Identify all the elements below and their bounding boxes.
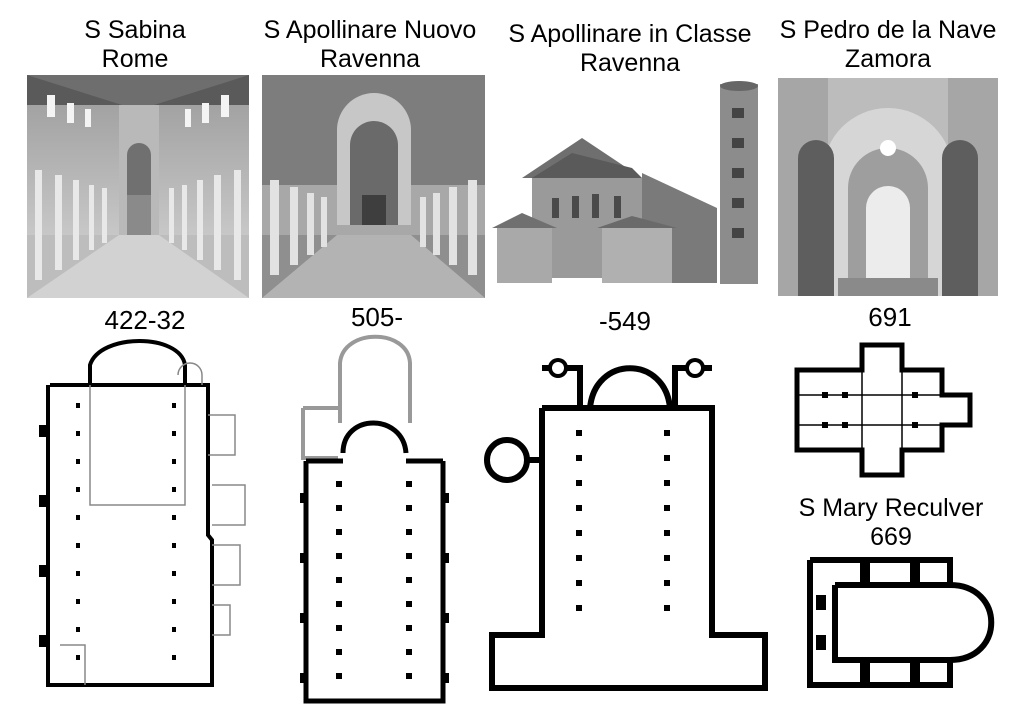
church-place: Ravenna bbox=[319, 45, 421, 73]
caption-s-sabina: S Sabina Rome bbox=[60, 16, 210, 74]
date-s-pedro-de-la-nave: 691 bbox=[868, 302, 912, 332]
s-pedro-de-la-nave-interior-photo bbox=[778, 78, 998, 296]
church-name: S Apollinare in Classe bbox=[508, 20, 752, 48]
date-s-apollinare-in-classe: -549 bbox=[598, 306, 652, 336]
church-name: S Pedro de la Nave bbox=[779, 16, 997, 44]
s-sabina-floor-plan bbox=[30, 335, 255, 710]
caption-s-apollinare-nuovo: S Apollinare Nuovo Ravenna bbox=[255, 16, 485, 74]
s-sabina-interior-photo bbox=[27, 75, 249, 298]
caption-s-apollinare-in-classe: S Apollinare in Classe Ravenna bbox=[500, 20, 760, 78]
s-apollinare-in-classe-exterior-photo bbox=[492, 78, 762, 290]
s-mary-reculver-floor-plan bbox=[800, 555, 1000, 690]
church-place: Rome bbox=[101, 45, 169, 73]
church-place: Ravenna bbox=[579, 49, 681, 77]
s-apollinare-nuovo-interior-photo bbox=[262, 75, 485, 298]
s-apollinare-in-classe-floor-plan bbox=[480, 350, 770, 695]
s-pedro-de-la-nave-floor-plan bbox=[792, 340, 980, 480]
date-s-apollinare-nuovo: 505- bbox=[350, 302, 404, 332]
caption-s-pedro-de-la-nave: S Pedro de la Nave Zamora bbox=[770, 16, 1006, 74]
church-date: 669 bbox=[870, 523, 912, 551]
s-apollinare-nuovo-floor-plan bbox=[298, 333, 453, 708]
date-s-sabina: 422-32 bbox=[104, 305, 186, 335]
church-name: S Mary Reculver bbox=[798, 494, 984, 522]
church-name: S Apollinare Nuovo bbox=[263, 16, 477, 44]
church-place: Zamora bbox=[844, 45, 932, 73]
church-name: S Sabina bbox=[84, 16, 186, 44]
caption-s-mary-reculver: S Mary Reculver 669 bbox=[776, 494, 1006, 552]
